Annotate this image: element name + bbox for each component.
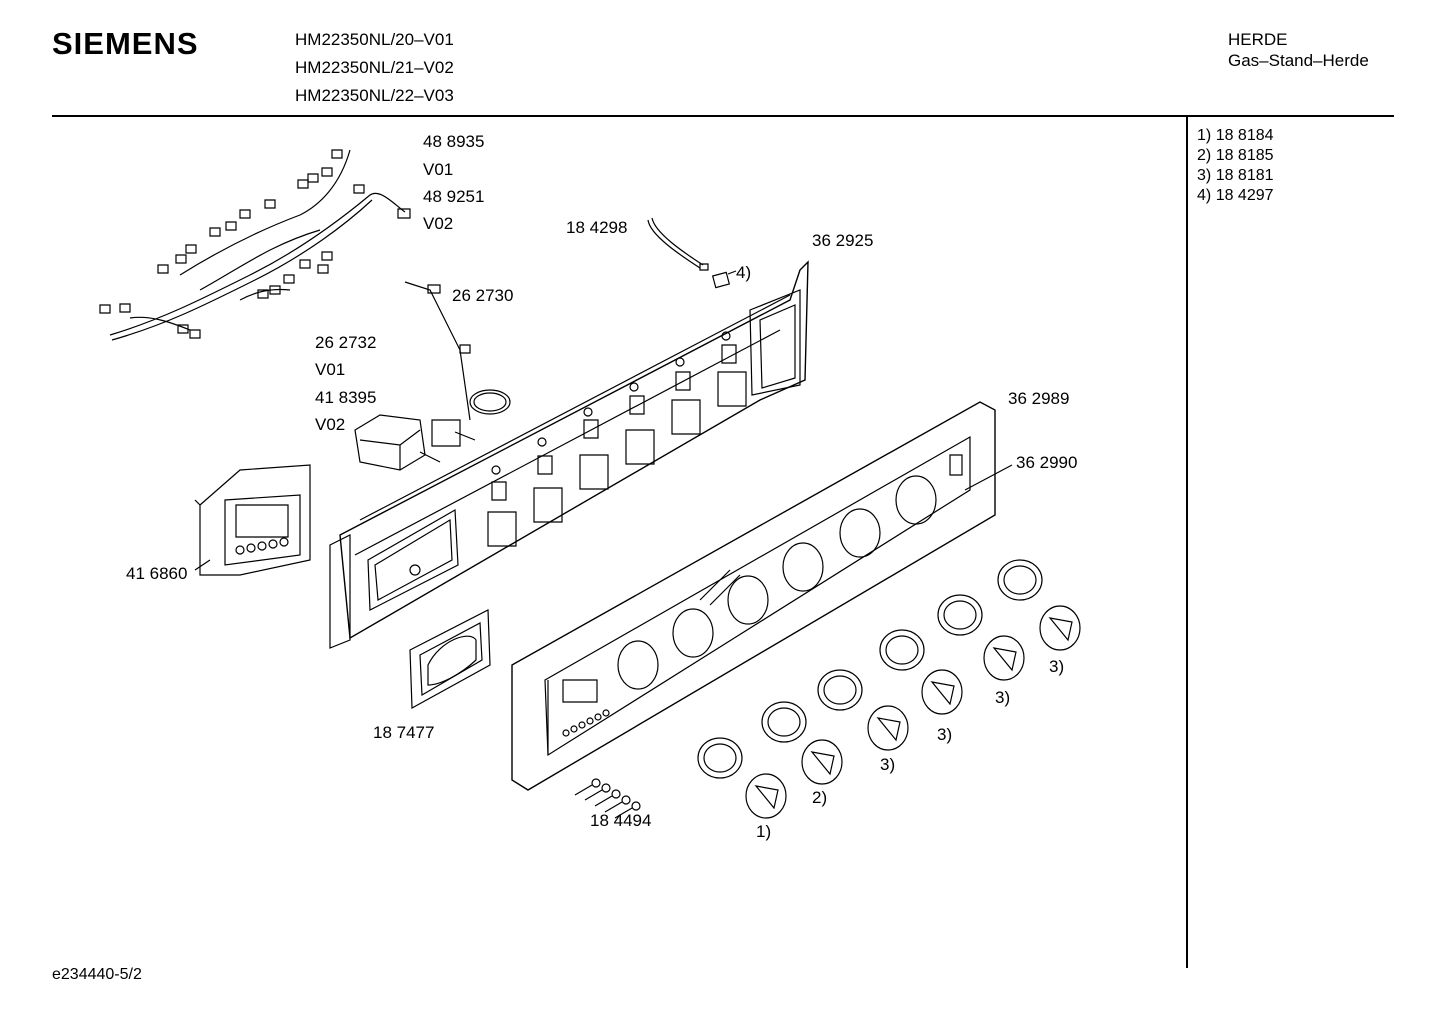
timer-module (195, 465, 310, 575)
part-label-harness-b: 48 9251 (423, 187, 485, 206)
part-label-switch-a: 26 2732 (315, 333, 377, 352)
selector-switch (355, 415, 475, 470)
part-label-trim: 18 7477 (373, 723, 435, 742)
model-number-3: HM22350NL/22–V03 (295, 86, 454, 105)
part-label-switch-a-version: V01 (315, 360, 346, 379)
legend-part: 18 4297 (1215, 187, 1274, 204)
part-label-harness-b-version: V02 (423, 214, 454, 233)
burner-switch-cutouts (488, 332, 746, 546)
control-frame (330, 262, 808, 648)
front-fascia (512, 402, 995, 790)
legend-item-2: 2) 18 8185 (1197, 146, 1274, 166)
knob-ref-3d: 3) (1049, 657, 1065, 676)
knob-ref-3c: 3) (995, 688, 1011, 707)
legend-part: 18 8185 (1215, 147, 1274, 164)
category-subtitle: Gas–Stand–Herde (1228, 51, 1369, 70)
part-label-fascia-inner: 36 2990 (1016, 453, 1078, 472)
legend-part: 18 8184 (1215, 127, 1274, 144)
knob-bezels (698, 560, 1042, 778)
drawing-code: e234440-5/2 (52, 966, 142, 983)
temperature-sensor (648, 218, 729, 288)
part-label-harness-a-version: V01 (423, 160, 454, 179)
control-knobs (746, 606, 1080, 818)
knob-ref-3b: 3) (937, 725, 953, 744)
legend-key: 4) (1197, 187, 1212, 204)
part-label-harness-a: 48 8935 (423, 132, 485, 151)
legend-item-1: 1) 18 8184 (1197, 126, 1274, 146)
mounting-screws (575, 779, 640, 818)
legend-key: 1) (1197, 127, 1212, 144)
legend-key: 2) (1197, 147, 1212, 164)
part-label-switch-b: 41 8395 (315, 388, 377, 407)
part-label-sensor: 18 4298 (566, 218, 628, 237)
thermostat-capillary (405, 282, 510, 420)
part-label-switch-b-version: V02 (315, 415, 346, 434)
part-label-screws: 18 4494 (590, 811, 652, 830)
door-trim (410, 610, 490, 708)
model-number-1: HM22350NL/20–V01 (295, 30, 454, 49)
part-label-thermostat: 26 2730 (452, 286, 514, 305)
brand-logo: SIEMENS (52, 26, 199, 61)
wiring-harness (100, 150, 410, 340)
legend-divider (1186, 116, 1188, 968)
header-divider (52, 115, 1394, 117)
legend-item-3: 3) 18 8181 (1197, 166, 1274, 186)
knob-ref-2: 2) (812, 788, 828, 807)
part-label-frame: 36 2925 (812, 231, 874, 250)
model-number-2: HM22350NL/21–V02 (295, 58, 454, 77)
part-label-ref-4: 4) (736, 263, 752, 282)
leader-lines (195, 271, 1012, 570)
knob-ref-3a: 3) (880, 755, 896, 774)
category-title: HERDE (1228, 30, 1288, 49)
legend-key: 3) (1197, 167, 1212, 184)
knob-ref-1: 1) (756, 822, 772, 841)
part-label-fascia: 36 2989 (1008, 389, 1070, 408)
part-label-timer: 41 6860 (126, 564, 188, 583)
legend-item-4: 4) 18 4297 (1197, 186, 1274, 206)
legend-part: 18 8181 (1215, 167, 1274, 184)
